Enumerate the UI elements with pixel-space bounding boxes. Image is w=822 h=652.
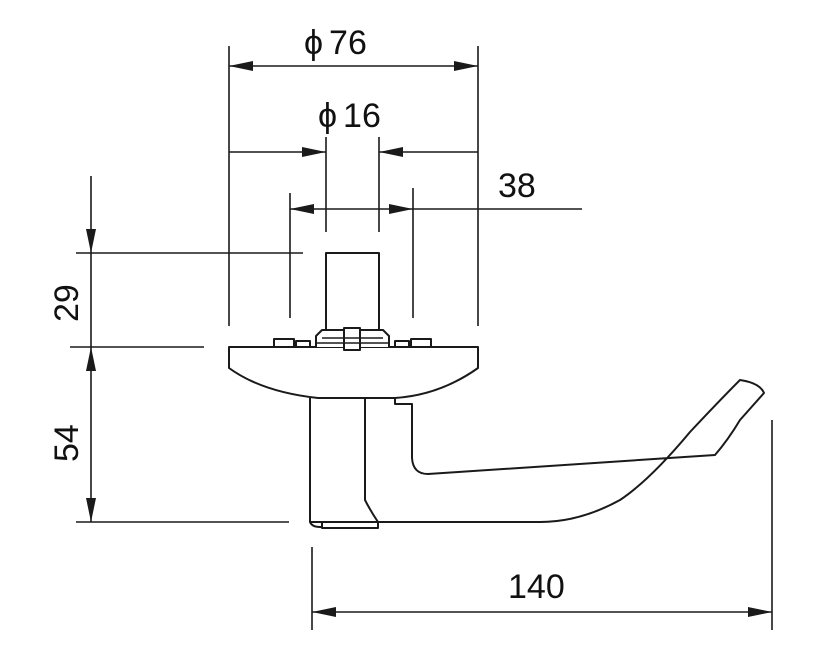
lever-handle-part xyxy=(228,252,765,529)
lever-arm xyxy=(364,379,765,523)
dim-spindle-spacing-value: 38 xyxy=(498,167,536,205)
clip-right-inner xyxy=(394,340,410,348)
dim-spindle-height-value: 29 xyxy=(48,284,86,322)
dim-lever-length-value: 140 xyxy=(508,568,565,606)
extension-lines xyxy=(70,46,773,630)
diameter-symbol-76: ϕ xyxy=(304,24,323,62)
clip-left-inner xyxy=(295,340,311,348)
dim-spindle-height: 29 xyxy=(48,176,96,522)
clip-right-outer xyxy=(410,338,432,348)
hub-tab-center xyxy=(343,327,361,351)
neck-base xyxy=(321,521,379,529)
spindle xyxy=(325,252,380,332)
rose-plate xyxy=(228,346,479,399)
dim-lever-height: 54 xyxy=(48,424,96,522)
dim-lever-length: 140 xyxy=(312,568,772,617)
dim-lever-height-value: 54 xyxy=(48,424,86,462)
dim-outer-diameter-value: 76 xyxy=(329,24,367,62)
clip-left-outer xyxy=(273,338,295,348)
svg-text:ϕ76: ϕ76 xyxy=(304,24,367,62)
dim-spindle-spacing: 38 xyxy=(290,167,582,214)
dim-spindle-diameter-value: 16 xyxy=(343,97,381,135)
diameter-symbol-16: ϕ xyxy=(318,97,337,135)
svg-text:ϕ16: ϕ16 xyxy=(318,97,381,135)
